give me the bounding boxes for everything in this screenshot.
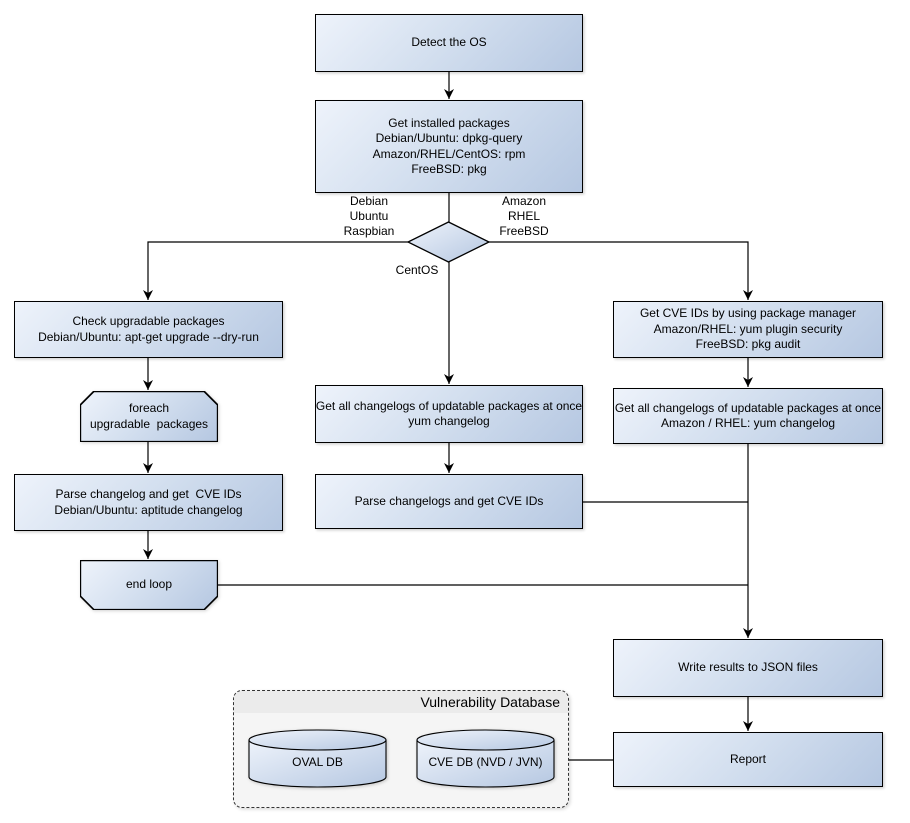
- node-foreach-loop: foreach upgradable packages: [80, 391, 218, 442]
- branch-label-debian-line-2: Ubuntu: [349, 209, 389, 223]
- foreach-loop-line-2: upgradable packages: [89, 416, 209, 431]
- parse-changelog-deb-line-1: Parse changelog and get CVE IDs: [55, 487, 242, 501]
- cve-db-cylinder: CVE DB (NVD / JVN): [416, 729, 555, 788]
- node-get-cve-ids-pkg-mgr: Get CVE IDs by using package manager Ama…: [613, 301, 883, 358]
- node-get-installed-packages: Get installed packages Debian/Ubuntu: dp…: [315, 100, 583, 193]
- branch-label-debian-line-3: Raspbian: [343, 224, 395, 238]
- node-check-upgradable: Check upgradable packages Debian/Ubuntu:…: [14, 301, 283, 358]
- get-installed-packages-line-3: Amazon/RHEL/CentOS: rpm: [372, 146, 526, 161]
- get-changelogs-centos-line-2: yum changelog: [408, 414, 490, 428]
- branch-label-amazon: Amazon RHEL FreeBSD: [484, 194, 564, 239]
- node-get-changelogs-centos: Get all changelogs of updatable packages…: [315, 385, 583, 443]
- get-cve-ids-line-2: Amazon/RHEL: yum plugin security: [653, 321, 843, 336]
- get-changelogs-amazon-line-2: Amazon / RHEL: yum changelog: [660, 416, 836, 430]
- branch-label-debian: Debian Ubuntu Raspbian: [329, 194, 409, 239]
- get-changelogs-amazon-line-1: Get all changelogs of updatable packages…: [614, 400, 882, 415]
- get-changelogs-centos-line-1: Get all changelogs of updatable packages…: [315, 398, 583, 413]
- parse-changelogs-text: Parse changelogs and get CVE IDs: [354, 493, 544, 508]
- get-installed-packages-line-1: Get installed packages: [388, 115, 510, 130]
- connectors: [143, 72, 753, 761]
- branch-label-amazon-line-3: FreeBSD: [499, 224, 549, 238]
- get-cve-ids-line-1: Get CVE IDs by using package manager: [639, 306, 857, 321]
- node-write-results: Write results to JSON files: [613, 639, 883, 697]
- connector: [489, 241, 753, 300]
- connector: [143, 241, 408, 300]
- node-end-loop: end loop: [80, 560, 218, 610]
- vulnerability-database-container: Vulnerability Database OVAL DB: [233, 690, 569, 808]
- write-results-text: Write results to JSON files: [678, 660, 818, 675]
- node-parse-changelog-deb: Parse changelog and get CVE IDs Debian/U…: [14, 474, 283, 531]
- database-cylinder-icon: [416, 729, 555, 788]
- vulnerability-database-title: Vulnerability Database: [420, 694, 560, 710]
- vulnerability-database-header: Vulnerability Database: [234, 691, 568, 713]
- detect-os-text: Detect the OS: [411, 35, 487, 50]
- report-text: Report: [729, 751, 767, 766]
- branch-label-amazon-line-1: Amazon: [501, 194, 547, 208]
- foreach-loop-body: foreach upgradable packages: [81, 392, 217, 441]
- check-upgradable-line-1: Check upgradable packages: [72, 314, 225, 328]
- branch-label-amazon-line-2: RHEL: [507, 209, 540, 223]
- foreach-loop-line-1: foreach: [128, 401, 170, 415]
- oval-db-cylinder: OVAL DB: [248, 729, 387, 788]
- branch-label-debian-line-1: Debian: [349, 194, 389, 208]
- node-parse-changelogs: Parse changelogs and get CVE IDs: [315, 474, 583, 529]
- end-loop-body: end loop: [81, 561, 217, 609]
- get-installed-packages-line-4: FreeBSD: pkg: [411, 162, 487, 176]
- node-get-changelogs-amazon: Get all changelogs of updatable packages…: [613, 388, 883, 444]
- parse-changelog-deb-line-2: Debian/Ubuntu: aptitude changelog: [54, 502, 243, 517]
- check-upgradable-line-2: Debian/Ubuntu: apt-get upgrade --dry-run: [38, 329, 259, 344]
- cve-db-label: CVE DB (NVD / JVN): [428, 755, 543, 769]
- node-report: Report: [613, 732, 883, 787]
- os-decision-diamond: [406, 221, 491, 263]
- branch-label-centos: CentOS: [395, 263, 439, 277]
- get-cve-ids-line-3: FreeBSD: pkg audit: [695, 337, 801, 352]
- get-installed-packages-line-2: Debian/Ubuntu: dpkg-query: [375, 131, 523, 145]
- end-loop-text: end loop: [125, 577, 173, 592]
- oval-db-label: OVAL DB: [292, 755, 343, 769]
- database-cylinder-icon: [248, 729, 387, 788]
- node-detect-os: Detect the OS: [315, 14, 583, 72]
